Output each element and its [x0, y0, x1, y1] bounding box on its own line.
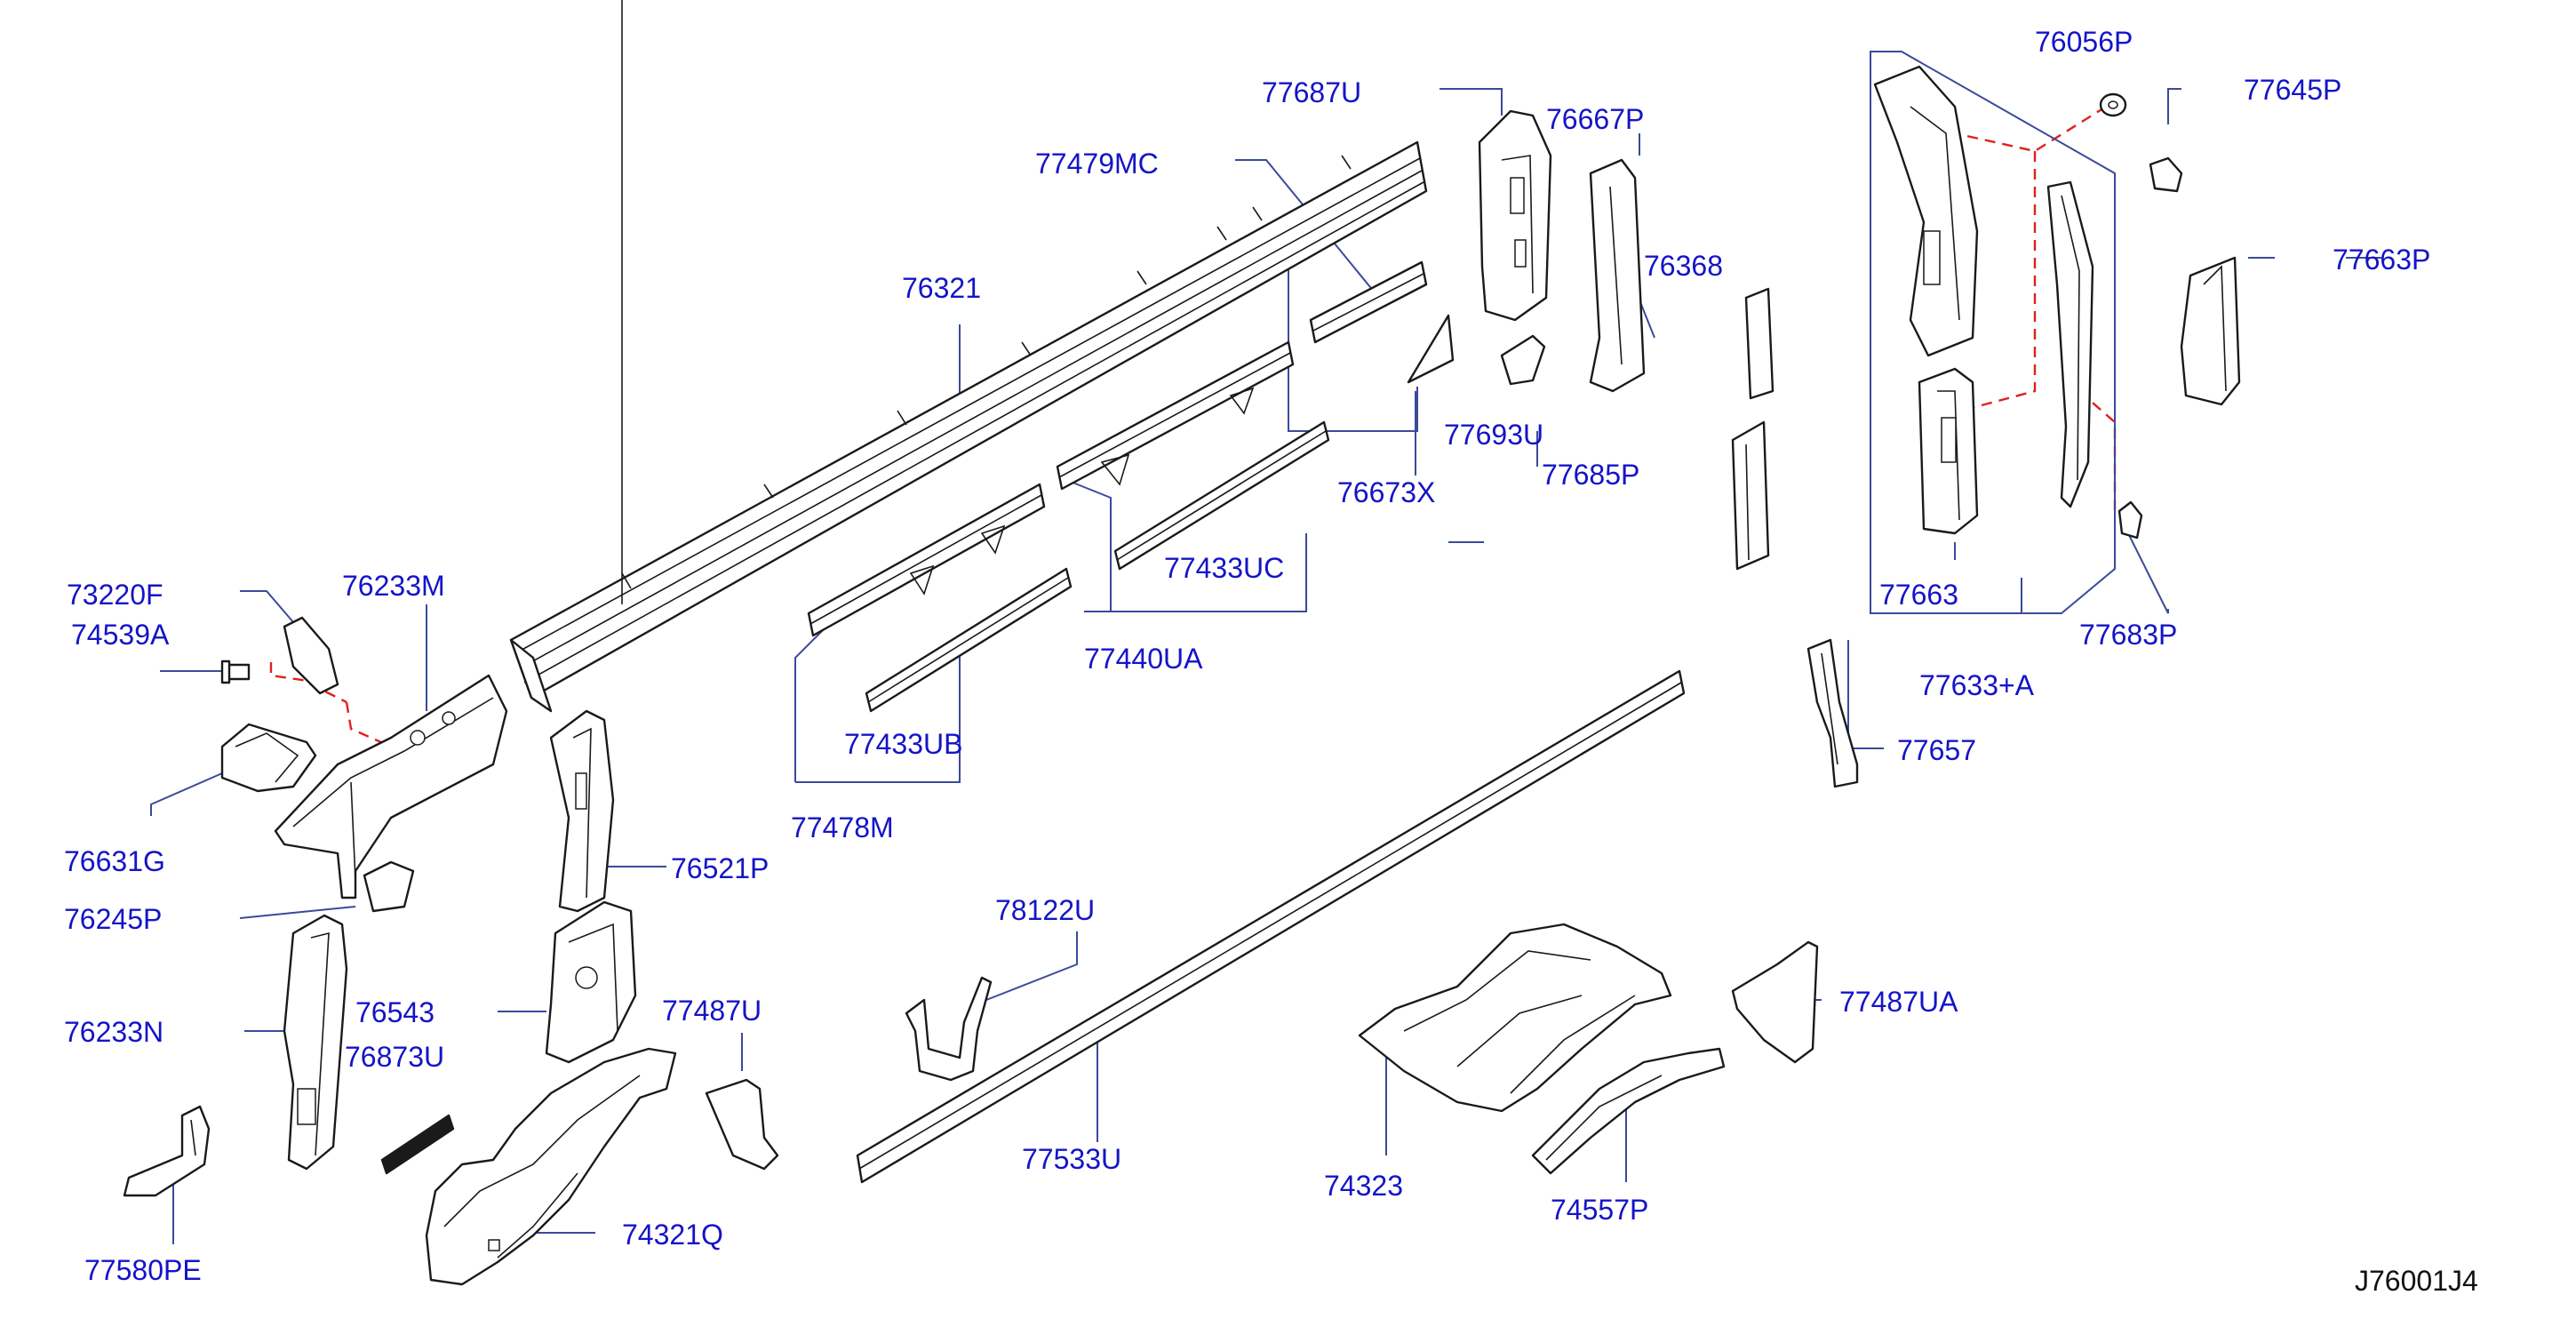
label-77487u: 77487U: [662, 995, 762, 1027]
part-77657-pillar: [1806, 638, 1859, 788]
part-76056p-clip: [2099, 92, 2127, 117]
part-77433uc-strip: [1113, 420, 1330, 571]
label-77440ua: 77440UA: [1084, 643, 1203, 675]
label-76673x: 76673X: [1337, 476, 1435, 508]
label-77645p: 77645P: [2244, 74, 2341, 106]
part-76673x-gusset: [1407, 314, 1455, 384]
label-78122u: 78122U: [995, 894, 1095, 926]
label-77433ub: 77433UB: [844, 728, 962, 760]
label-77687u: 77687U: [1262, 76, 1361, 108]
part-77478m-strip: [807, 483, 1046, 637]
part-76245p-piece: [363, 860, 415, 913]
part-76543-pillar: [545, 900, 637, 1064]
label-74539a: 74539A: [71, 619, 170, 651]
part-74323-floor: [1358, 923, 1672, 1113]
part-76233n-pillar: [283, 914, 348, 1171]
part-73220f-bracket: [283, 616, 339, 695]
label-77693u: 77693U: [1444, 419, 1543, 451]
assembly-box-77633a: [1870, 51, 2116, 614]
label-76245p: 76245P: [64, 903, 162, 935]
part-77633-upper: [1873, 65, 1979, 357]
label-77683p: 77683P: [2079, 619, 2177, 651]
label-74323: 74323: [1324, 1170, 1403, 1202]
label-74321q: 74321Q: [622, 1219, 723, 1251]
label-73220f: 73220F: [67, 579, 163, 611]
label-76321: 76321: [902, 272, 981, 304]
label-76233n: 76233N: [64, 1016, 163, 1048]
part-77580pe-bracket: [123, 1105, 211, 1197]
part-77663-lower: [1918, 367, 1979, 535]
part-77533u-sill: [856, 669, 1686, 1184]
part-76667p-pillar: [1589, 158, 1646, 393]
part-76521p-pillar: [549, 709, 615, 913]
part-77685p-panel: [1731, 420, 1770, 571]
part-76873u-strip: [380, 1114, 455, 1175]
part-77683p-clip: [2117, 500, 2143, 540]
part-77687u-pillar: [1478, 109, 1552, 322]
label-76056p: 76056P: [2035, 26, 2133, 58]
label-76368: 76368: [1644, 250, 1723, 282]
label-77533u: 77533U: [1022, 1143, 1121, 1175]
part-77433ub-strip: [865, 567, 1073, 713]
part-77487u-bracket: [705, 1078, 779, 1171]
label-74557p: 74557P: [1551, 1194, 1648, 1226]
parts: [123, 0, 2241, 1286]
diagram-code: J76001J4: [2355, 1265, 2478, 1297]
label-77663p: 77663P: [2333, 244, 2430, 276]
part-76321-roof-rail: [509, 0, 1428, 713]
part-74539a-bolt: [220, 660, 251, 684]
label-76631g: 76631G: [64, 845, 165, 877]
part-77693u-bracket: [1500, 334, 1546, 386]
part-78122u-bracket: [905, 976, 993, 1082]
leader-lines: [150, 88, 2381, 1244]
label-77663: 77663: [1879, 579, 1958, 611]
part-77645p-cap: [2149, 156, 2183, 193]
label-77479mc: 77479MC: [1035, 148, 1159, 180]
label-77633a: 77633+A: [1919, 669, 2035, 701]
label-77657: 77657: [1897, 734, 1976, 766]
label-77478m: 77478M: [791, 811, 894, 843]
part-76631g-bracket: [220, 723, 317, 793]
label-77433uc: 77433UC: [1164, 552, 1284, 584]
label-77580pe: 77580PE: [84, 1254, 202, 1286]
label-76873u: 76873U: [345, 1041, 444, 1073]
part-77479mc-strip: [1309, 260, 1428, 344]
part-labels: 77687U 76667P 76056P 77645P 77479MC 7632…: [64, 26, 2478, 1297]
part-74321q-panel: [425, 1047, 677, 1286]
label-76233m: 76233M: [342, 570, 445, 602]
part-77487ua-bracket: [1731, 940, 1819, 1064]
part-76233m-panel: [274, 674, 508, 899]
label-76543: 76543: [355, 996, 435, 1028]
part-74557p-bracket: [1531, 1047, 1726, 1175]
label-76521p: 76521P: [671, 852, 769, 884]
label-77685p: 77685P: [1542, 459, 1639, 491]
part-77440ua-strip: [1056, 340, 1295, 491]
part-77633-bar: [2046, 180, 2094, 508]
part-77663p-bracket: [2180, 256, 2241, 406]
label-77487ua: 77487UA: [1839, 986, 1958, 1018]
part-76368-strip: [1744, 287, 1774, 400]
label-76667p: 76667P: [1546, 103, 1644, 135]
